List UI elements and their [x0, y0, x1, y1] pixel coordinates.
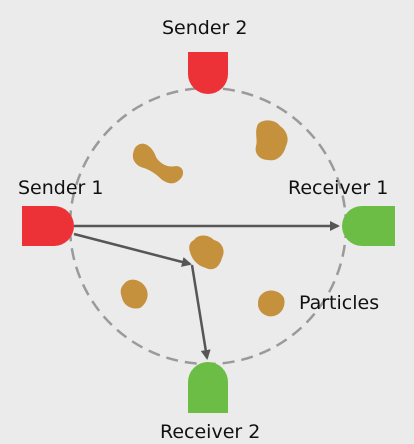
particle-icon [132, 143, 184, 184]
sender-1-label: Sender 1 [18, 177, 104, 199]
particle-icon [255, 120, 288, 161]
sender-1-icon [22, 206, 74, 246]
receiver-1-label: Receiver 1 [288, 177, 389, 199]
sender-2-label: Sender 2 [162, 17, 248, 39]
receiver-1-icon [342, 206, 395, 246]
receiver-2-icon [188, 362, 228, 413]
particle-icon [258, 290, 285, 317]
particles-label: Particles [299, 292, 380, 314]
scattered-path-arrow-1 [73, 232, 192, 267]
particle-icon [189, 235, 224, 270]
particle-icon [120, 279, 148, 309]
receiver-2-label: Receiver 2 [160, 421, 261, 443]
scattered-path-arrow-2 [190, 264, 211, 360]
sender-2-icon [188, 52, 228, 94]
